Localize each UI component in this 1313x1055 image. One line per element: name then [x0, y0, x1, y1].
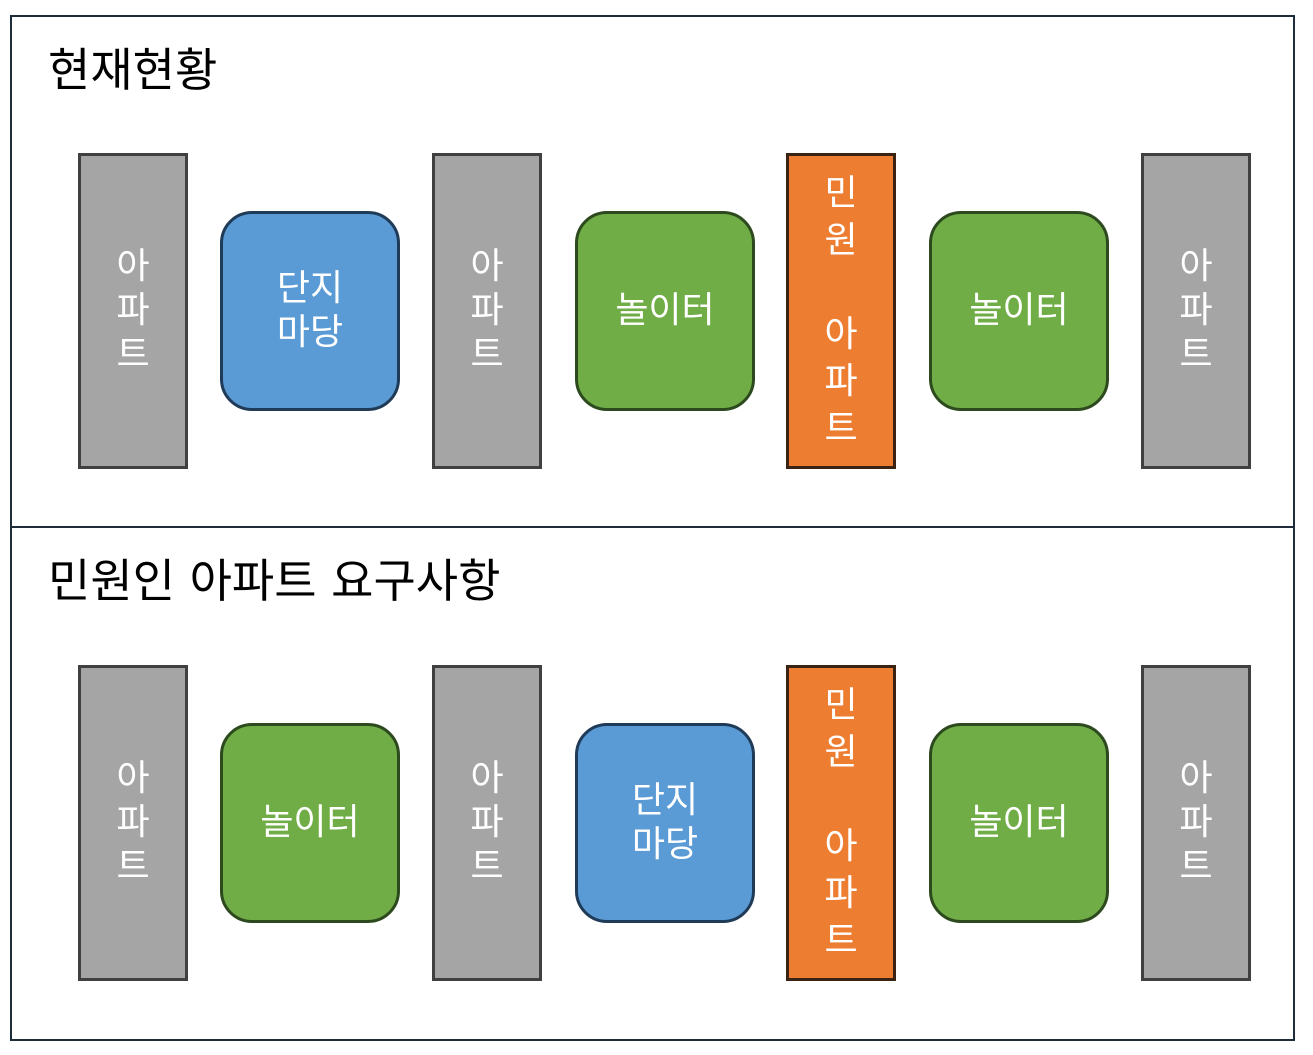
playground-label: 놀이터	[260, 802, 360, 843]
apartment-block: 아 파 트	[1141, 665, 1251, 981]
apartment-block: 아 파 트	[1141, 153, 1251, 469]
apartment-block: 아 파 트	[432, 153, 542, 469]
complaint-apartment-label: 민 원 아 파 트	[824, 685, 858, 961]
apartment-label: 아 파 트	[470, 758, 504, 887]
playground-block: 놀이터	[220, 723, 400, 923]
complaint-apartment-label: 민 원 아 파 트	[824, 173, 858, 449]
apartment-label: 아 파 트	[1179, 758, 1213, 887]
apartment-block: 아 파 트	[78, 153, 188, 469]
playground-block: 놀이터	[929, 723, 1109, 923]
playground-label: 놀이터	[969, 802, 1069, 843]
apartment-label: 아 파 트	[1179, 246, 1213, 375]
apartment-label: 아 파 트	[470, 246, 504, 375]
complaint-apartment-block: 민 원 아 파 트	[786, 665, 896, 981]
playground-block: 놀이터	[575, 211, 755, 411]
playground-block: 놀이터	[929, 211, 1109, 411]
complaint-apartment-block: 민 원 아 파 트	[786, 153, 896, 469]
apartment-block: 아 파 트	[78, 665, 188, 981]
complex-yard-label: 단지 마당	[631, 780, 699, 865]
playground-label: 놀이터	[615, 290, 715, 331]
playground-label: 놀이터	[969, 290, 1069, 331]
current-status-title: 현재현황	[48, 43, 218, 97]
apartment-label: 아 파 트	[116, 758, 150, 887]
requirements-title: 민원인 아파트 요구사항	[48, 554, 501, 608]
complex-yard-block: 단지 마당	[220, 211, 400, 411]
complex-yard-block: 단지 마당	[575, 723, 755, 923]
apartment-block: 아 파 트	[432, 665, 542, 981]
apartment-label: 아 파 트	[116, 246, 150, 375]
complex-yard-label: 단지 마당	[276, 268, 344, 353]
